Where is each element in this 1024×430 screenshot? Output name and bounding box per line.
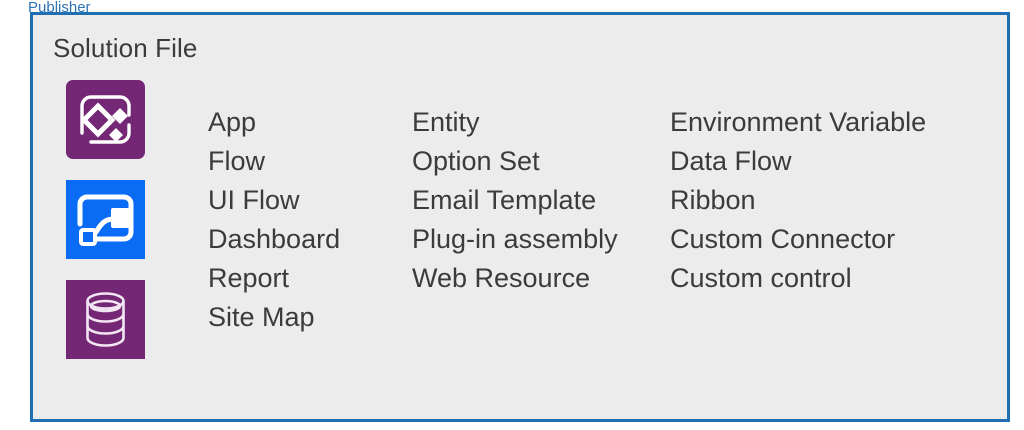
component-item[interactable]: Option Set xyxy=(412,146,540,176)
power-apps-icon xyxy=(66,80,145,159)
icon-column xyxy=(66,80,148,359)
component-item[interactable]: Web Resource xyxy=(412,263,591,293)
publisher-label: Publisher xyxy=(28,0,91,16)
component-item[interactable]: Email Template xyxy=(412,185,597,215)
component-item[interactable]: Report xyxy=(208,263,290,293)
component-column-one: App Flow UI Flow Dashboard Report Site M… xyxy=(208,103,340,337)
component-item[interactable]: App xyxy=(208,107,257,137)
component-item[interactable]: Plug-in assembly xyxy=(412,224,618,254)
component-item[interactable]: Custom control xyxy=(670,263,852,293)
component-item[interactable]: Custom Connector xyxy=(670,224,896,254)
component-item[interactable]: Site Map xyxy=(208,302,315,332)
dataverse-database-icon xyxy=(66,280,145,359)
component-column-three: Environment Variable Data Flow Ribbon Cu… xyxy=(670,103,926,298)
component-column-two: Entity Option Set Email Template Plug-in… xyxy=(412,103,618,298)
solution-file-title: Solution File xyxy=(53,33,198,63)
component-item[interactable]: Entity xyxy=(412,107,480,137)
component-item[interactable]: Flow xyxy=(208,146,266,176)
power-automate-flow-icon xyxy=(66,180,145,259)
component-item[interactable]: Dashboard xyxy=(208,224,341,254)
component-item[interactable]: Ribbon xyxy=(670,185,756,215)
component-item[interactable]: Environment Variable xyxy=(670,107,927,137)
component-item[interactable]: Data Flow xyxy=(670,146,792,176)
solution-file-container: Solution File xyxy=(30,12,1010,422)
component-item[interactable]: UI Flow xyxy=(208,185,300,215)
